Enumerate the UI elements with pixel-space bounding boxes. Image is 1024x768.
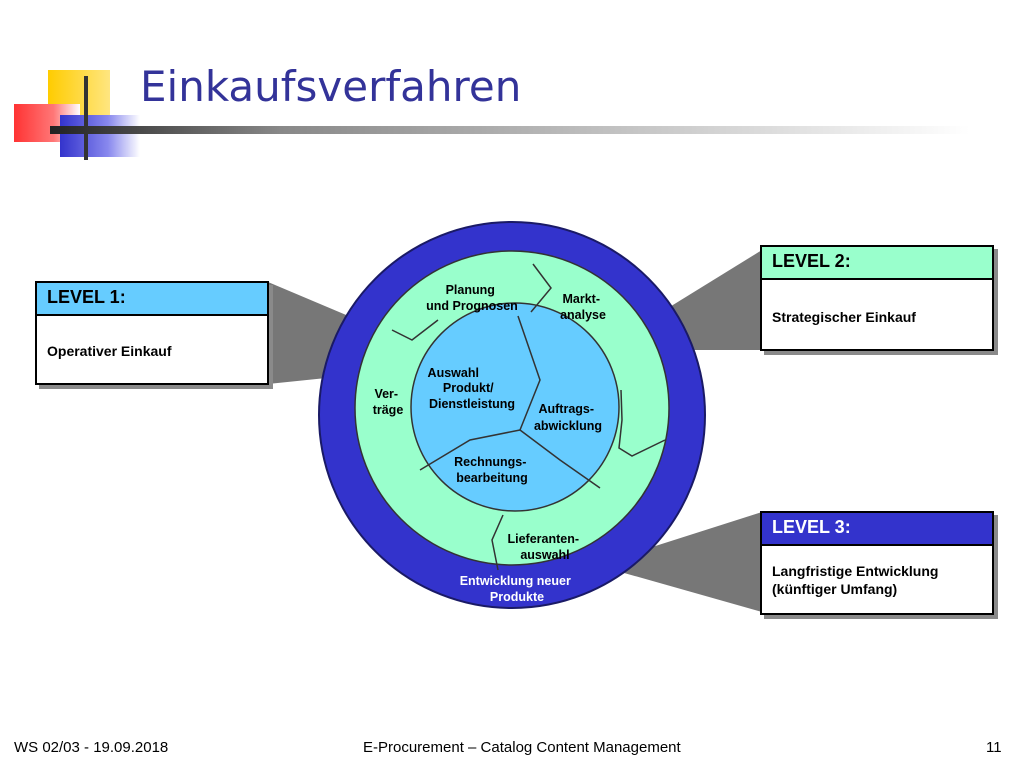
middle-label-vertraege: Ver- träge — [373, 387, 404, 417]
inner-ring — [410, 302, 620, 512]
slide-title: Einkaufsverfahren — [140, 62, 522, 111]
inner-label-rechnungsbearbeitung: Rechnungs- bearbeitung — [454, 455, 530, 485]
level-1-text: Operativer Einkauf — [47, 343, 172, 359]
level-3-text-line-1: Langfristige Entwicklung — [772, 563, 939, 579]
level-1-box: LEVEL 1: Operativer Einkauf — [35, 281, 269, 385]
slide-logo — [14, 70, 140, 160]
inner-ring-dividers — [419, 315, 601, 489]
level-2-text: Strategischer Einkauf — [772, 309, 916, 325]
middle-ring-dividers — [391, 263, 666, 571]
level-1-heading: LEVEL 1: — [37, 283, 267, 316]
footer-page-number: 11 — [986, 739, 1002, 756]
level-3-text-line-2: (künftiger Umfang) — [772, 581, 898, 597]
footer-left: WS 02/03 - 19.09.2018 — [14, 739, 169, 756]
middle-label-marktanalyse: Markt- analyse — [560, 292, 606, 322]
outer-label-entwicklung: Entwicklung neuer Produkte — [460, 574, 575, 604]
level-3-box: LEVEL 3: Langfristige Entwicklung (künft… — [760, 511, 994, 615]
title-rule — [50, 126, 970, 134]
callout-level-3 — [596, 512, 762, 612]
level-3-heading: LEVEL 3: — [762, 513, 992, 546]
footer-center: E-Procurement – Catalog Content Manageme… — [363, 739, 681, 756]
inner-label-auftragsabwicklung: Auftrags- abwicklung — [534, 402, 602, 433]
middle-label-lieferantenauswahl: Lieferanten- auswahl — [507, 532, 582, 562]
middle-label-planung: Planung und Prognosen — [426, 283, 518, 313]
level-2-box: LEVEL 2: Strategischer Einkauf — [760, 245, 994, 351]
inner-label-auswahl: Auswahl Produkt/ Dienstleistung — [428, 366, 516, 411]
level-2-heading: LEVEL 2: — [762, 247, 992, 280]
